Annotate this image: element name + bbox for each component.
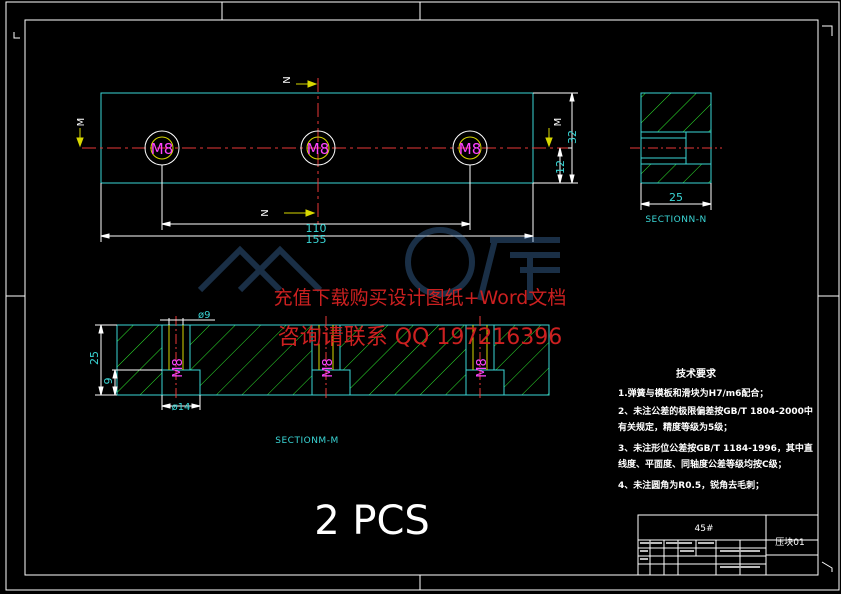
dim-n-width-value: 25 [669, 191, 683, 204]
title-block [637, 514, 819, 576]
section-mark-m-left: M [76, 118, 87, 127]
sheet-frame [5, 1, 840, 591]
tech-item-3: 3、未注形位公差按GB/T 1184-1996，其中直 [618, 442, 813, 454]
hole-label-2: M8 [307, 140, 330, 158]
hole-1: M8 [144, 130, 180, 166]
hole-label-1: M8 [151, 140, 174, 158]
section-hole-label-3: M8 [475, 358, 490, 378]
section-mark-m-right: M [553, 118, 564, 127]
section-mark-n-bottom: N [260, 209, 271, 216]
section-arrow-n-bottom [284, 209, 316, 217]
tech-item-2b: 有关规定，精度等级为5级； [618, 421, 732, 433]
dim-hole-dia [160, 318, 215, 325]
hole-label-3: M8 [459, 140, 482, 158]
top-view: M8 M8 M8 110 155 [76, 76, 579, 246]
dim-cb-dia-value: ø14 [172, 402, 191, 413]
tech-item-1: 1.弹簧与模板和滑块为H7/m6配合； [618, 387, 768, 399]
dim-m-cb-value: 9 [102, 378, 115, 385]
dim-m-height [95, 324, 162, 396]
tech-item-3b: 线度、平面度、同轴度公差等级均按C级； [618, 458, 787, 470]
section-hole-label-1: M8 [171, 358, 186, 378]
tech-item-2: 2、未注公差的极限偏差按GB/T 1804-2000中 [618, 405, 813, 417]
dim-length-value: 155 [306, 233, 327, 246]
dim-m-height-value: 25 [88, 351, 101, 365]
title-block-material: 45# [695, 524, 714, 534]
section-arrow-n-top [296, 80, 318, 88]
dim-offset-value: 12 [554, 160, 567, 174]
dim-cb-dia [161, 395, 201, 410]
dim-n-width [640, 183, 712, 210]
section-arrow-m-left [76, 128, 84, 148]
tech-title: 技术要求 [676, 367, 717, 380]
watermark-line2: 咨询请联系 QQ 197216396 [278, 325, 563, 350]
section-m-view: M8 M8 M8 25 9 ø9 [88, 310, 550, 446]
dim-height-value: 32 [566, 130, 579, 144]
tech-item-4: 4、未注圆角为R0.5，锐角去毛刺； [618, 479, 764, 491]
section-hole-label-2: M8 [321, 358, 336, 378]
dim-hole-dia-value: ø9 [198, 310, 210, 321]
dim-pitch [161, 165, 471, 230]
tech-requirements: 技术要求 1.弹簧与模板和滑块为H7/m6配合； 2、未注公差的极限偏差按GB/… [618, 367, 813, 491]
section-arrow-m-right [545, 128, 553, 148]
hole-3: M8 [452, 130, 488, 166]
hole-2: M8 [300, 130, 336, 166]
title-block-small-text [640, 542, 760, 568]
section-mark-n-top: N [282, 76, 293, 83]
section-m-title: SECTIONM-M [275, 436, 338, 446]
section-n-view: 25 SECTIONN-N [630, 92, 722, 225]
corner-markers [13, 25, 833, 572]
title-block-part-name: 压块01 [775, 536, 804, 548]
dim-height [533, 92, 578, 184]
watermark-line1: 充值下载购买设计图纸+Word文档 [274, 287, 567, 309]
dim-pitch-value: 110 [306, 222, 327, 235]
quantity-label: 2 PCS [314, 498, 430, 544]
section-n-title: SECTIONN-N [645, 215, 706, 225]
dim-length [100, 183, 534, 242]
watermark-logo [197, 227, 560, 301]
